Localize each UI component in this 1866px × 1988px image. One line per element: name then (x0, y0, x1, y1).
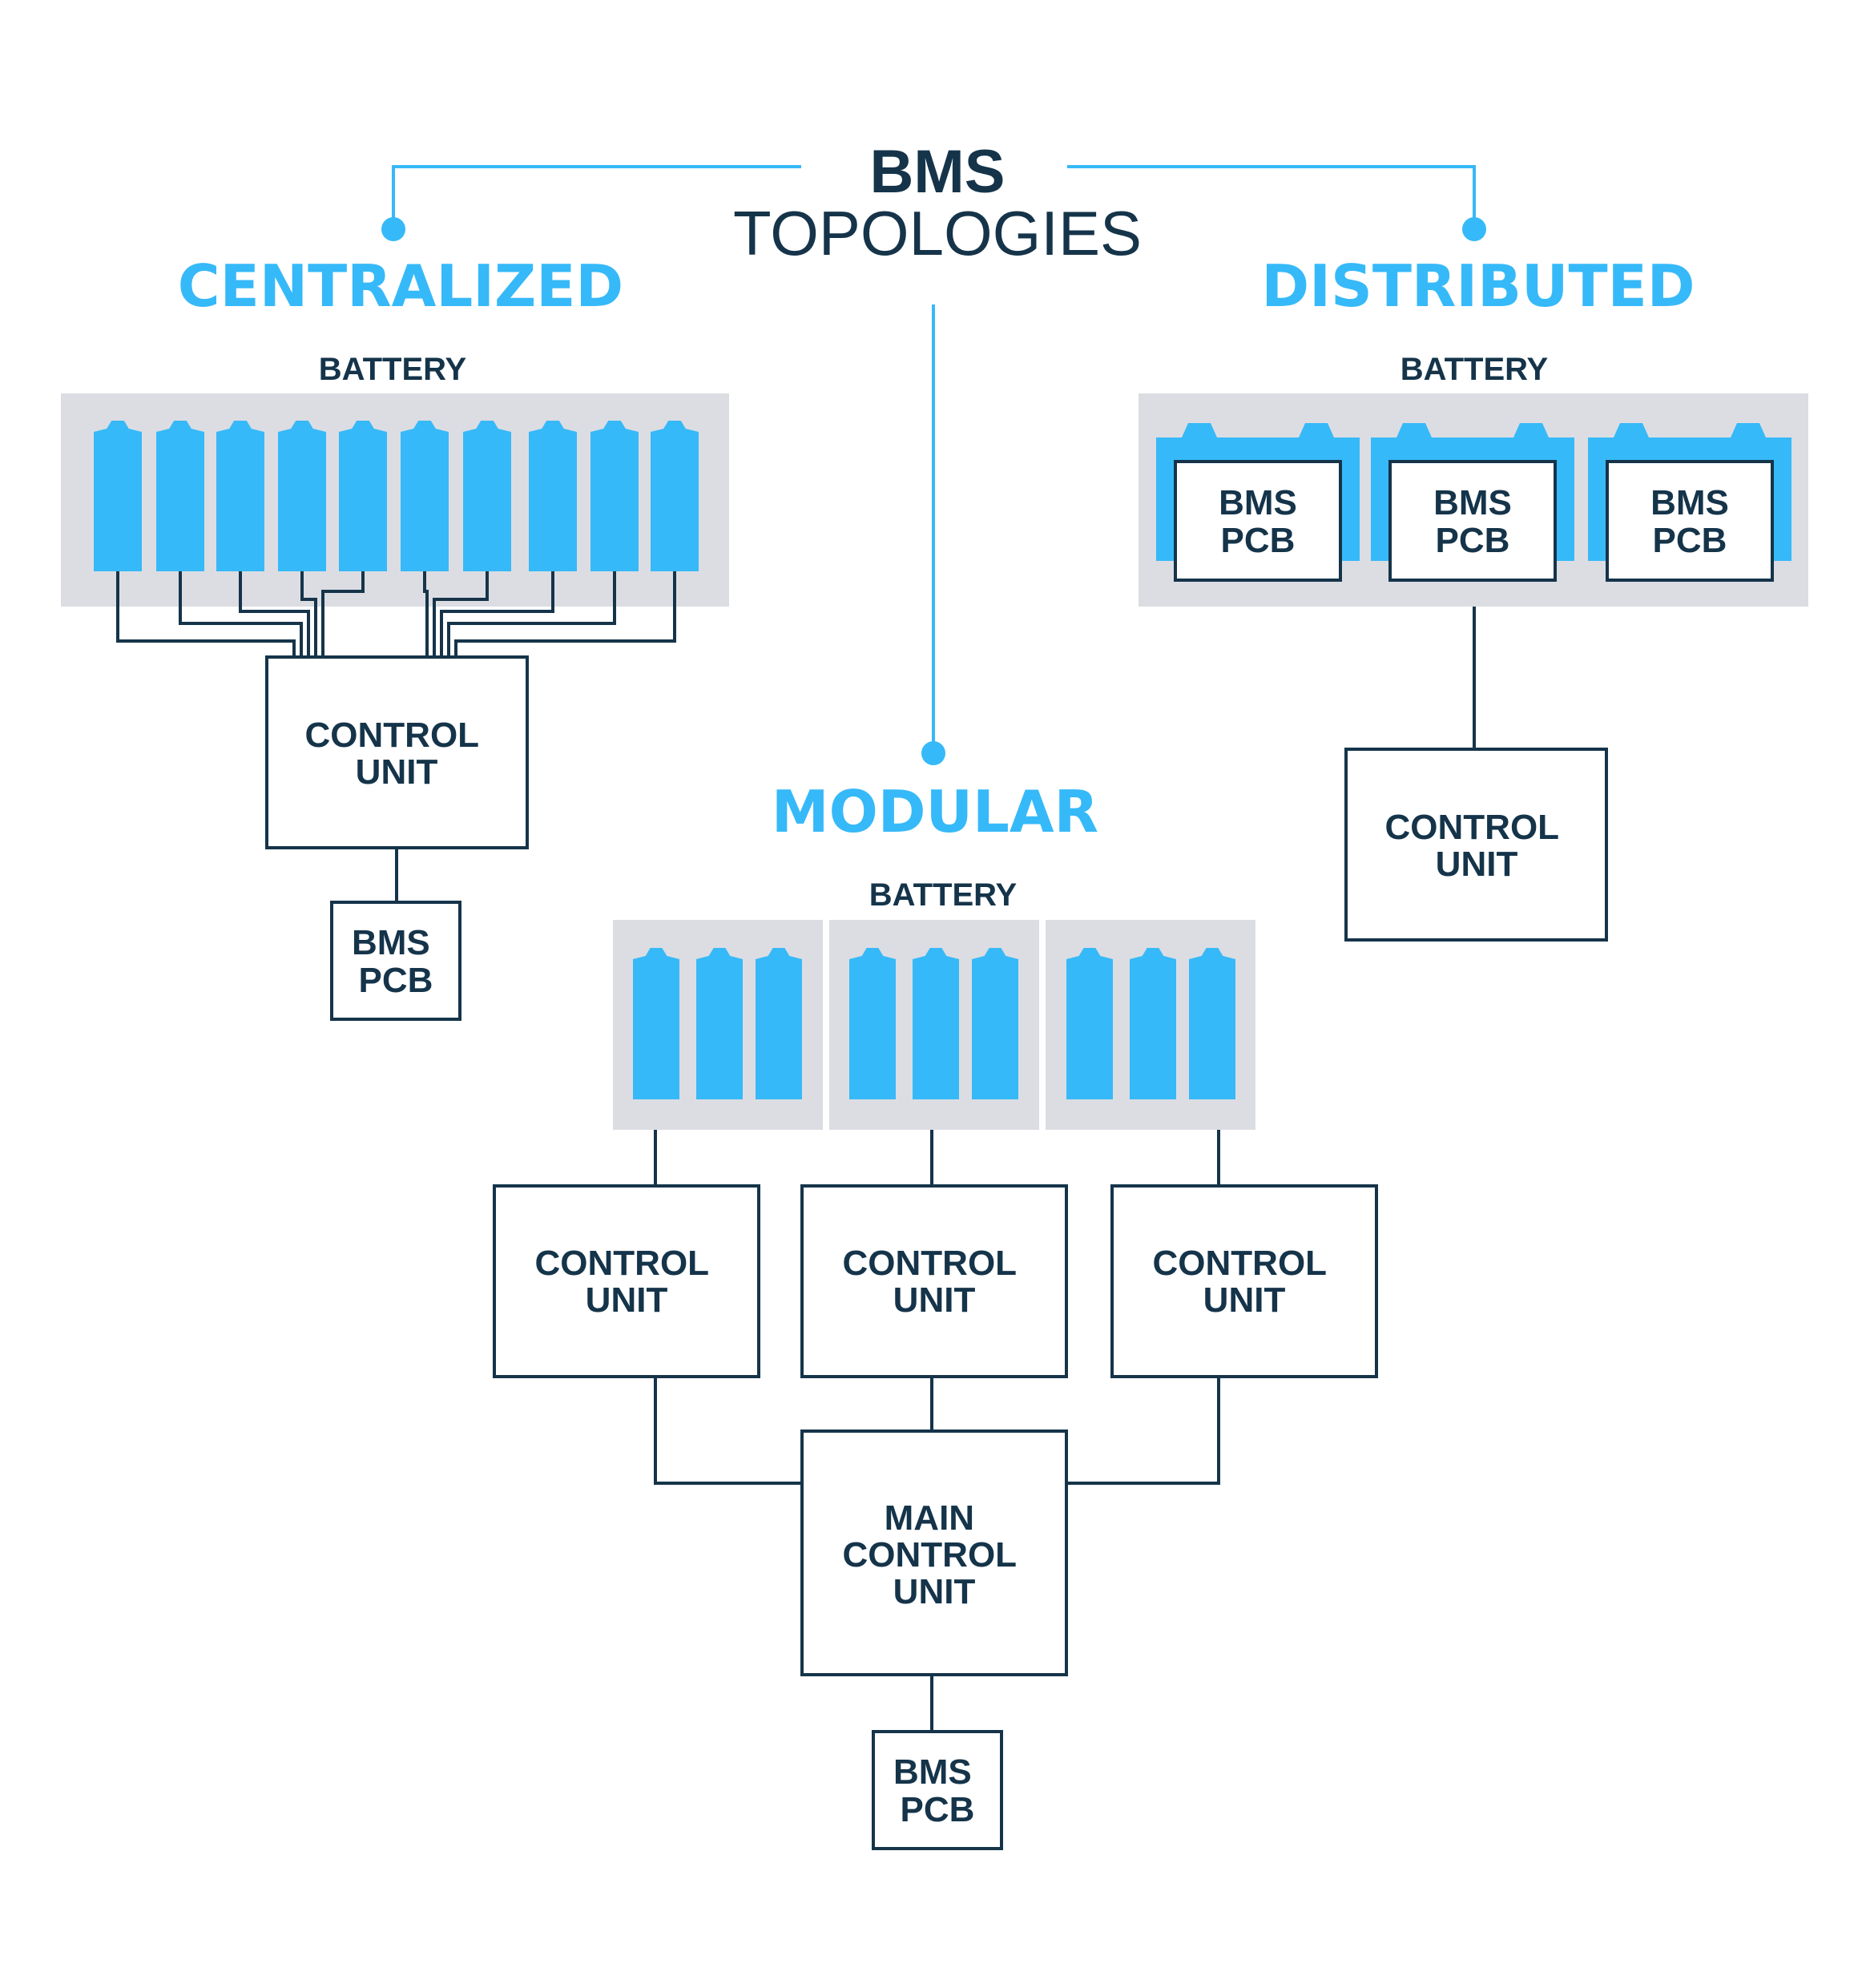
centralized-cell (278, 421, 326, 571)
centralized-cell-wire (454, 571, 676, 657)
centralized-cell (216, 421, 264, 571)
modular-main-control-unit-box (800, 1430, 1068, 1676)
modular-heading: MODULAR (772, 778, 1098, 845)
centralized-section: CENTRALIZED BATTERY CONTROL UNIT BMS PCB (61, 252, 729, 1021)
centralized-wires (116, 571, 676, 657)
modular-cell (696, 948, 743, 1099)
distributed-bms-pcb-box (1606, 460, 1774, 582)
modular-bms-pcb-label: BMS PCB (893, 1752, 981, 1829)
centralized-cell (94, 421, 142, 571)
centralized-cell (156, 421, 204, 571)
modular-cell (1130, 948, 1176, 1099)
centralized-control-unit-box (265, 655, 529, 849)
modular-cell (756, 948, 802, 1099)
centralized-cell (463, 421, 511, 571)
centralized-cell-wire (440, 571, 554, 657)
connector-dot-centralized (381, 217, 405, 241)
modular-control-unit-3-label: CONTROL UNIT (1153, 1244, 1336, 1320)
distributed-bms-pcb-box (1174, 460, 1342, 582)
distributed-control-unit-box (1344, 748, 1608, 942)
modular-battery-to-control-wires (654, 1130, 1220, 1186)
modular-cell (913, 948, 959, 1099)
modular-cell (633, 948, 679, 1099)
modular-control-unit-1-box (493, 1184, 760, 1378)
centralized-bms-pcb-label: BMS PCB (352, 923, 440, 1000)
modular-cell (849, 948, 896, 1099)
modular-battery-label: BATTERY (869, 877, 1018, 913)
centralized-cell (529, 421, 577, 571)
modular-control-unit-3-box (1110, 1184, 1378, 1378)
modular-control-to-main-wires (654, 1377, 1220, 1485)
centralized-cell-wire (239, 571, 310, 657)
distributed-bms-pcb-box (1388, 460, 1557, 582)
title-line-2: TOPOLOGIES (733, 198, 1142, 268)
modular-cell (1189, 948, 1235, 1099)
modular-main-wire-left (654, 1377, 802, 1485)
modular-modules (613, 920, 1255, 1130)
connector-to-centralized (392, 165, 801, 228)
title-connectors (381, 165, 1486, 765)
modular-control-unit-1-label: CONTROL UNIT (535, 1244, 719, 1320)
title-line-1: BMS (870, 138, 1006, 206)
distributed-control-unit-label: CONTROL UNIT (1385, 808, 1569, 884)
modular-section: MODULAR BATTERY CONTROL UNIT CONTROL UNI… (493, 778, 1378, 1850)
centralized-cell-wire (423, 571, 429, 657)
modular-bms-pcb-box (872, 1730, 1003, 1850)
modular-cell (1066, 948, 1113, 1099)
distributed-battery-label: BATTERY (1401, 352, 1549, 387)
centralized-cell-wire (116, 571, 296, 657)
centralized-cell (339, 421, 387, 571)
centralized-cell (401, 421, 449, 571)
modular-cell (972, 948, 1018, 1099)
centralized-cell-wire (447, 571, 616, 657)
modular-main-wire-right (1066, 1377, 1220, 1485)
centralized-cell (651, 421, 699, 571)
centralized-battery-label: BATTERY (319, 352, 467, 387)
centralized-cells (94, 421, 699, 571)
centralized-cell-wire (433, 571, 489, 657)
centralized-cell-wire (300, 571, 317, 657)
centralized-cell-wire (321, 571, 365, 657)
centralized-heading: CENTRALIZED (178, 252, 623, 320)
modular-control-unit-2-label: CONTROL UNIT (843, 1244, 1026, 1320)
centralized-cell (590, 421, 639, 571)
connector-dot-modular (921, 741, 945, 765)
centralized-bms-pcb-box (330, 901, 461, 1021)
connector-to-distributed (1067, 165, 1476, 228)
modular-main-control-unit-label: MAIN CONTROL UNIT (843, 1498, 1026, 1611)
modular-control-unit-2-box (800, 1184, 1068, 1378)
connector-dot-distributed (1462, 217, 1486, 241)
centralized-cell-wire (179, 571, 303, 657)
distributed-heading: DISTRIBUTED (1261, 252, 1695, 320)
centralized-control-unit-label: CONTROL UNIT (305, 716, 489, 792)
